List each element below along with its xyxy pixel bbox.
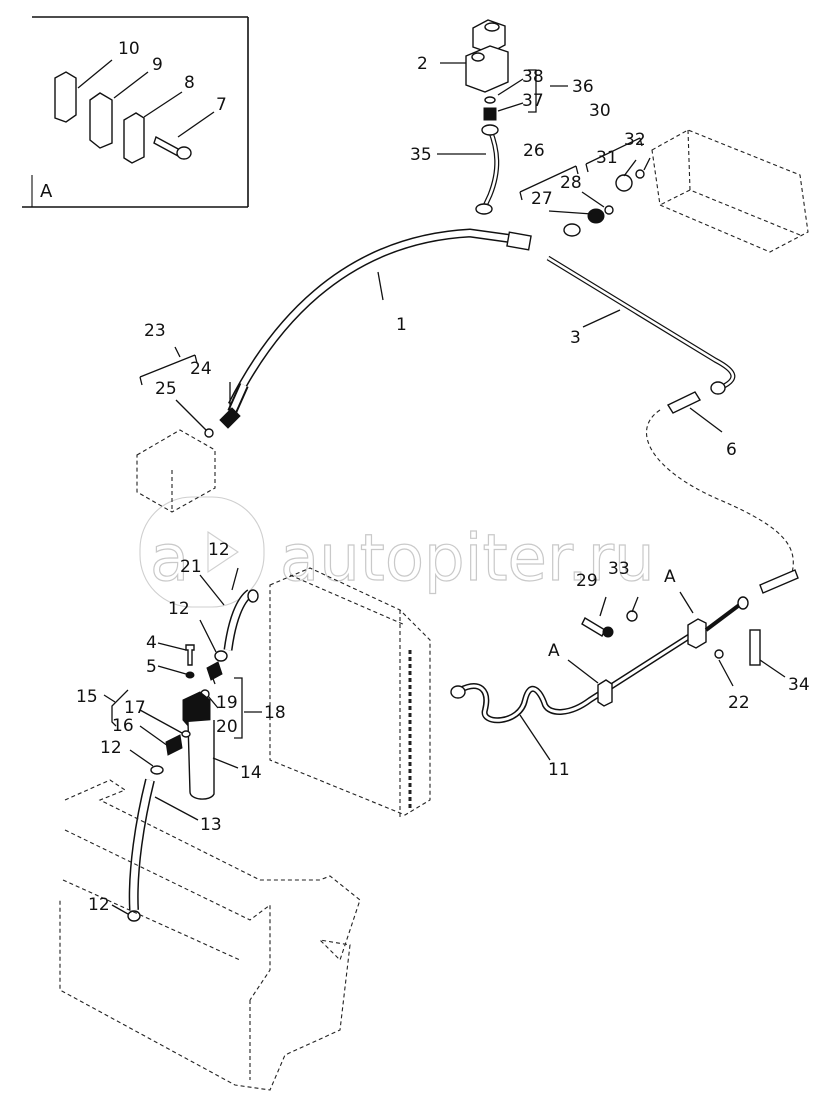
watermark: a autopiter.ru [139, 496, 655, 608]
callout-33: 33 [608, 559, 630, 579]
callout-16: 16 [112, 716, 134, 736]
oil-cooler [269, 567, 431, 820]
clamp-icon [597, 679, 613, 707]
callout-15: 15 [76, 687, 98, 707]
callout-21: 21 [180, 557, 202, 577]
clamp-icon [687, 618, 707, 649]
fitting-icon [759, 569, 799, 594]
callout-30: 30 [589, 101, 611, 121]
callout-1: 1 [396, 315, 407, 335]
callout-12: 12 [100, 738, 122, 758]
callout-7: 7 [216, 95, 227, 115]
fitting-icon [666, 391, 702, 414]
callout-22: 22 [728, 693, 750, 713]
fitting-icon [483, 107, 497, 121]
callout-25: 25 [155, 379, 177, 399]
callout-8: 8 [184, 73, 195, 93]
callout-35: 35 [410, 145, 432, 165]
control-valve-block [651, 129, 809, 253]
filter [150, 691, 215, 800]
callout-28: 28 [560, 173, 582, 193]
callout-18: 18 [264, 703, 286, 723]
callout-34: 34 [788, 675, 810, 695]
group-brackets [111, 69, 643, 739]
inset-a: A 10 9 8 7 [22, 16, 249, 208]
callout-26: 26 [523, 141, 545, 161]
callout-31: 31 [596, 148, 618, 168]
callouts: 2 38 37 36 30 32 31 26 28 27 35 1 3 6 23… [76, 54, 810, 915]
clamp-plate-icon [123, 112, 145, 164]
valve-block [136, 429, 216, 513]
callout-2: 2 [417, 54, 428, 74]
callout-6: 6 [726, 440, 737, 460]
callout-10: 10 [118, 39, 140, 59]
callout-a: A [548, 641, 560, 661]
callout-19: 19 [216, 693, 238, 713]
callout-27: 27 [531, 189, 553, 209]
watermark-text: autopiter.ru [280, 522, 655, 596]
clamp-half-icon [54, 71, 77, 123]
callout-12: 12 [208, 540, 230, 560]
bolt-icon [153, 135, 181, 158]
callout-20: 20 [216, 717, 238, 737]
clamp-half-icon [89, 92, 113, 149]
watermark-logo-icon: a [150, 522, 189, 596]
leader-lines [103, 62, 786, 915]
callout-23: 23 [144, 321, 166, 341]
callout-11: 11 [548, 760, 570, 780]
callout-29: 29 [576, 571, 598, 591]
callout-32: 32 [624, 130, 646, 150]
callout-36: 36 [572, 77, 594, 97]
callout-14: 14 [240, 763, 262, 783]
callout-12: 12 [88, 895, 110, 915]
callout-5: 5 [146, 657, 157, 677]
callout-a: A [664, 567, 676, 587]
callout-38: 38 [522, 67, 544, 87]
callout-9: 9 [152, 55, 163, 75]
solenoid-valve [465, 19, 509, 121]
callout-17: 17 [124, 698, 146, 718]
callout-37: 37 [522, 91, 544, 111]
inset-label: A [40, 181, 53, 202]
callout-4: 4 [146, 633, 157, 653]
callout-12: 12 [168, 599, 190, 619]
callout-24: 24 [190, 359, 212, 379]
callout-13: 13 [200, 815, 222, 835]
hydraulic-tank [59, 779, 361, 1091]
callout-3: 3 [570, 328, 581, 348]
